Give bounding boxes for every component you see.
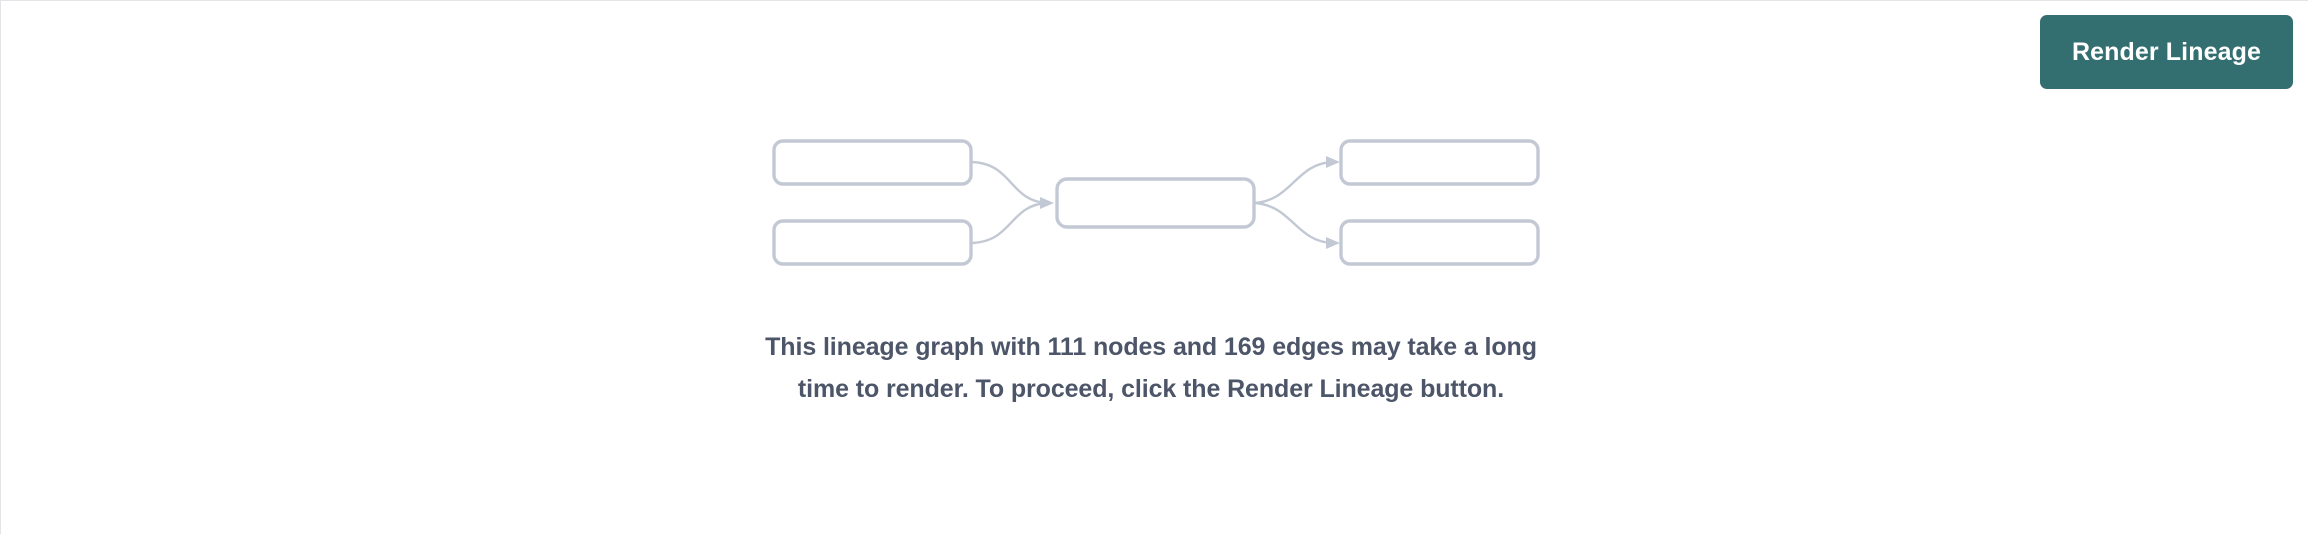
lineage-toolbar: Render Lineage bbox=[1, 1, 2308, 103]
lineage-graph-placeholder-icon bbox=[772, 139, 1540, 266]
placeholder-node-upstream-1 bbox=[772, 139, 973, 186]
placeholder-node-upstream-2 bbox=[772, 219, 973, 266]
placeholder-edge-downstream-1 bbox=[1252, 160, 1335, 205]
placeholder-node-downstream-2 bbox=[1339, 219, 1540, 266]
placeholder-arrowhead-downstream-1 bbox=[1326, 156, 1340, 168]
placeholder-node-downstream-1 bbox=[1339, 139, 1540, 186]
lineage-empty-state-message: This lineage graph with 111 nodes and 16… bbox=[765, 333, 1537, 403]
placeholder-arrowhead-downstream-2 bbox=[1326, 237, 1340, 249]
placeholder-arrowhead-center bbox=[1040, 197, 1054, 209]
placeholder-edge-upstream-2 bbox=[969, 201, 1049, 245]
render-lineage-button[interactable]: Render Lineage bbox=[2040, 15, 2293, 89]
placeholder-edge-downstream-2 bbox=[1252, 201, 1335, 245]
placeholder-node-center bbox=[1055, 177, 1256, 229]
placeholder-edge-upstream-1 bbox=[969, 160, 1049, 205]
